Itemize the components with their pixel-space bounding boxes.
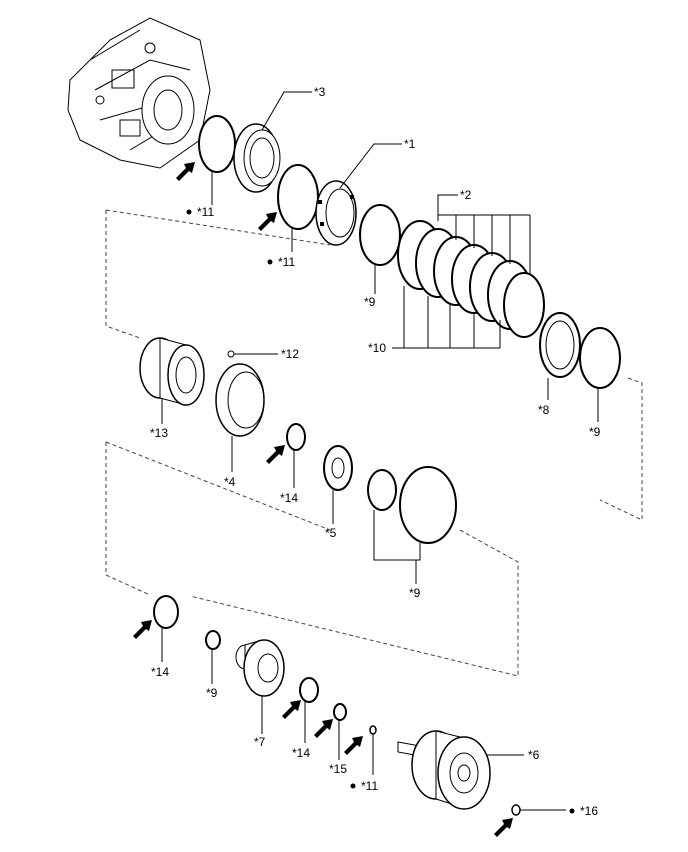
apply-grease-arrow-icon-group xyxy=(133,162,513,837)
leader-lines xyxy=(161,91,599,811)
snap-ring-9b xyxy=(579,327,621,389)
bearing-14c xyxy=(299,677,319,703)
transaxle-case xyxy=(67,17,211,169)
label-12: *12 xyxy=(281,347,299,361)
part-4-drum xyxy=(215,363,265,437)
o-ring-11a xyxy=(198,115,236,173)
apply-grease-arrow-icon xyxy=(258,212,277,231)
label-10: *10 xyxy=(368,341,386,355)
apply-grease-arrow-icon xyxy=(176,162,195,181)
apply-grease-arrow-icon xyxy=(282,700,301,719)
bullet-dot-icon xyxy=(186,209,192,215)
label-5: *5 xyxy=(325,526,337,540)
label-11b: *11 xyxy=(278,255,295,269)
apply-grease-arrow-icon xyxy=(266,445,285,464)
part-7-gear xyxy=(235,639,285,697)
label-13: *13 xyxy=(150,426,168,440)
label-14a: *14 xyxy=(280,491,298,505)
label-8: *8 xyxy=(538,403,550,417)
snap-ring-9d xyxy=(399,466,457,544)
bearing-14b xyxy=(153,595,179,629)
label-14b: *14 xyxy=(151,665,169,679)
label-9a: *9 xyxy=(364,295,376,309)
apply-grease-arrow-icon xyxy=(314,719,333,738)
apply-grease-arrow-icon xyxy=(344,736,363,755)
label-11c: *11 xyxy=(361,779,378,793)
o-ring-11c xyxy=(369,725,377,735)
part-6-shaft-drum xyxy=(397,730,491,810)
group-boundary-middle xyxy=(105,441,519,677)
label-2: *2 xyxy=(460,188,472,202)
o-ring-16 xyxy=(511,804,521,816)
label-3: *3 xyxy=(314,85,326,99)
part-8-flange xyxy=(539,312,581,378)
bullet-dot-icon xyxy=(350,783,356,789)
o-ring-11b xyxy=(277,164,319,230)
label-14c: *14 xyxy=(292,746,310,760)
washer-15 xyxy=(333,703,347,721)
label-6: *6 xyxy=(528,748,540,762)
snap-ring-9c xyxy=(367,469,397,511)
label-1: *1 xyxy=(404,137,416,151)
label-16: *16 xyxy=(580,804,598,818)
label-7: *7 xyxy=(254,735,266,749)
part-13-hub xyxy=(139,337,205,406)
apply-grease-arrow-icon xyxy=(494,818,513,837)
bullet-dot-icon xyxy=(267,259,273,265)
snap-ring-9a xyxy=(359,204,401,266)
bearing-14a xyxy=(286,423,306,451)
label-4: *4 xyxy=(224,475,236,489)
part-3-drum xyxy=(233,123,281,193)
apply-grease-arrow-icon xyxy=(133,620,152,639)
group-boundary-upper xyxy=(105,209,643,521)
bullet-dot-icon xyxy=(569,808,575,814)
clutch-plate-stack xyxy=(397,220,545,338)
part-12-check-ball xyxy=(227,350,235,358)
label-9c: *9 xyxy=(409,586,421,600)
label-9d: *9 xyxy=(206,686,218,700)
label-15: *15 xyxy=(329,762,347,776)
part-5-seal xyxy=(323,445,353,491)
part-1-piston xyxy=(315,180,357,246)
label-9b: *9 xyxy=(589,425,601,439)
label-11a: *11 xyxy=(197,205,214,219)
snap-ring-9e xyxy=(205,630,221,650)
